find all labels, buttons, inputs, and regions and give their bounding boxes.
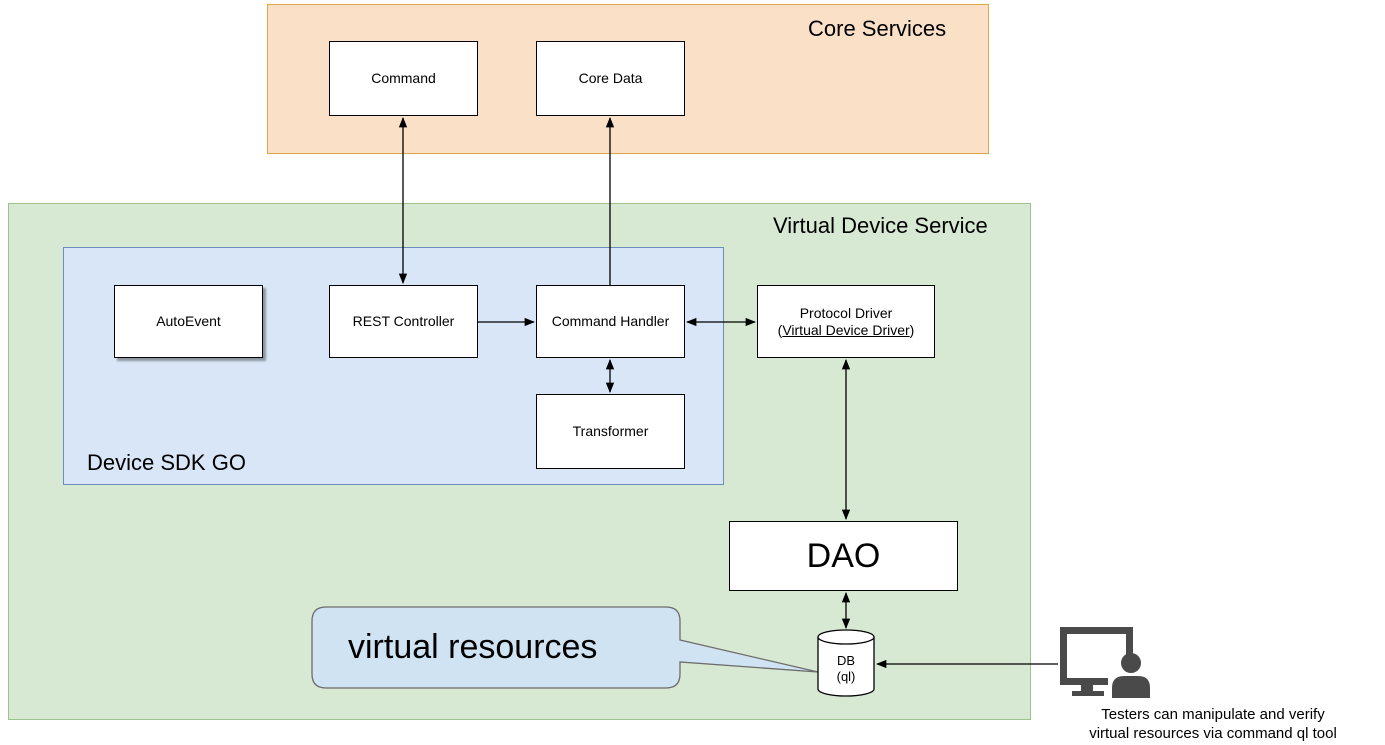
tester-computer-icon — [1060, 627, 1150, 698]
tester-caption-line2: virtual resources via command ql tool — [1089, 725, 1337, 742]
virtual-device-driver-link[interactable]: Virtual Device Driver — [782, 321, 910, 338]
rest-controller-box: REST Controller — [329, 285, 478, 358]
transformer-box: Transformer — [536, 394, 685, 469]
tester-caption: Testers can manipulate and verify virtua… — [1052, 705, 1374, 743]
db-label: DB (ql) — [818, 653, 874, 685]
protocol-driver-box: Protocol Driver (Virtual Device Driver) — [757, 285, 935, 358]
db-cylinder-icon — [817, 629, 875, 697]
core-data-box: Core Data — [536, 41, 685, 116]
command-box: Command — [329, 41, 478, 116]
paren-close: ) — [909, 321, 915, 338]
tester-caption-line1: Testers can manipulate and verify — [1101, 706, 1325, 723]
command-handler-label: Command Handler — [551, 313, 670, 329]
virtual-device-service-title: Virtual Device Service — [773, 213, 988, 238]
device-sdk-title: Device SDK GO — [87, 450, 246, 475]
autoevent-box: AutoEvent — [114, 285, 263, 358]
transformer-label: Transformer — [572, 423, 649, 439]
virtual-resources-callout — [311, 606, 819, 689]
command-handler-box: Command Handler — [536, 285, 685, 358]
rest-controller-label: REST Controller — [352, 313, 455, 329]
core-services-title: Core Services — [808, 16, 947, 41]
dao-box: DAO — [729, 521, 958, 591]
autoevent-label: AutoEvent — [156, 313, 221, 329]
virtual-resources-label: virtual resources — [348, 628, 598, 666]
command-label: Command — [371, 70, 436, 86]
core-data-label: Core Data — [578, 70, 643, 86]
protocol-driver-label: Protocol Driver — [799, 304, 893, 321]
paren-open: ( — [777, 321, 783, 338]
db-label-line2: (ql) — [836, 669, 856, 684]
db-label-line1: DB — [836, 653, 856, 668]
protocol-driver-sublabel: (Virtual Device Driver) — [778, 322, 915, 339]
